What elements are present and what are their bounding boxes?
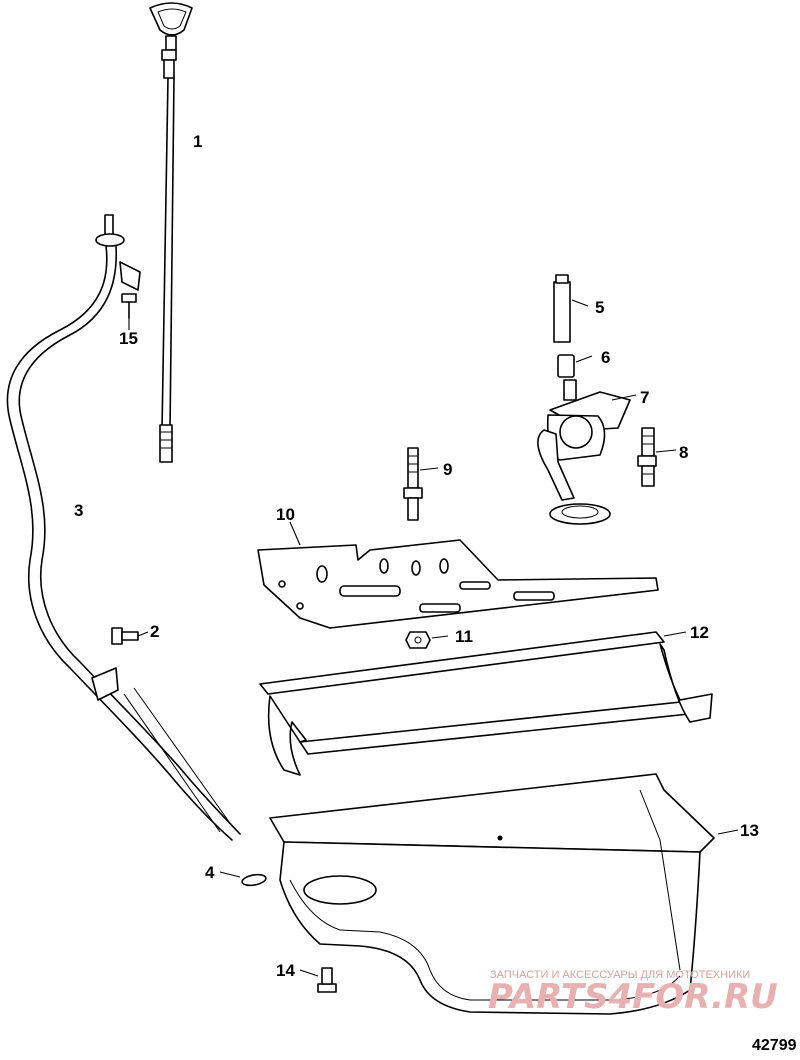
callout-7: 7 — [640, 388, 649, 407]
dipstick-part — [149, 2, 193, 463]
stud-part-9 — [403, 447, 439, 521]
callout-labels: 1 2 3 4 5 6 7 8 9 10 11 12 13 14 15 — [74, 132, 759, 980]
callout-1: 1 — [193, 132, 202, 151]
oil-pump-part-7 — [537, 379, 637, 525]
callout-9: 9 — [443, 460, 452, 479]
oil-pan-gasket-part-12 — [259, 631, 713, 776]
nut-part-11 — [405, 631, 449, 649]
callout-14: 14 — [276, 961, 295, 980]
callout-3: 3 — [74, 501, 83, 520]
callout-13: 13 — [740, 821, 759, 840]
pump-shaft-part-5 — [553, 274, 589, 343]
watermark-tagline: ЗАПЧАСТИ И АКСЕССУАРЫ ДЛЯ МОТОТЕХНИКИ — [490, 969, 750, 981]
figure-number: 42799 — [752, 1037, 797, 1054]
callout-4: 4 — [205, 863, 215, 882]
sleeve-part-6 — [557, 354, 593, 378]
callout-6: 6 — [601, 348, 610, 367]
oring-part-4 — [219, 871, 267, 887]
oil-pan-part-13 — [269, 773, 739, 1015]
bolt-part-2 — [111, 627, 149, 645]
watermark-logo: PARTS4FOR.RU — [488, 977, 778, 1017]
callout-8: 8 — [679, 443, 688, 462]
callout-10: 10 — [276, 505, 295, 524]
windage-tray-part-10 — [257, 521, 659, 629]
callout-2: 2 — [150, 622, 159, 641]
drain-plug-part-14 — [299, 967, 337, 993]
callout-15: 15 — [119, 329, 138, 348]
screw-part-15 — [121, 293, 137, 330]
dipstick-tube-part — [6, 214, 241, 841]
callout-5: 5 — [595, 298, 604, 317]
watermark: ЗАПЧАСТИ И АКСЕССУАРЫ ДЛЯ МОТОТЕХНИКИ PA… — [488, 969, 778, 1017]
callout-11: 11 — [455, 627, 473, 646]
stud-part-8 — [637, 427, 677, 487]
callout-12: 12 — [690, 623, 709, 642]
